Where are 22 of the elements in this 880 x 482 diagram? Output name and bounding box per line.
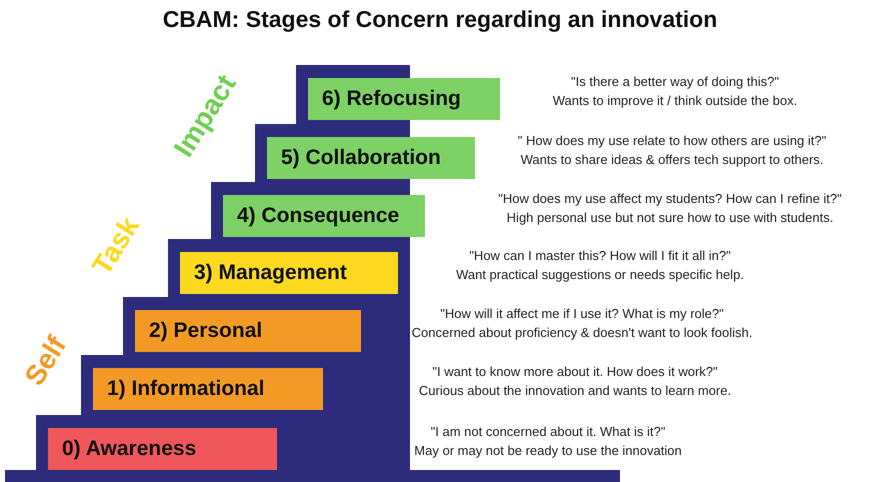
stage-box: 6) Refocusing [308,78,500,120]
description-text: Wants to share ideas & offers tech support to others. [520,152,824,167]
quote-text: "Is there a better way of doing this?" [571,74,779,89]
stage-box: 2) Personal [135,310,361,352]
stage-box: 1) Informational [93,368,323,410]
stage-box: 4) Consequence [223,195,425,237]
stage-box: 3) Management [180,252,398,294]
description-text: Concerned about proficiency & doesn't want to look foolish. [412,325,752,340]
quote-text: "How can I master this? How will I fit it all in?" [469,248,731,263]
quote-text: " How does my use relate to how others are using it?" [518,133,826,148]
description-text: Want practical suggestions or needs specific help. [456,267,744,282]
description-text: Curious about the innovation and wants to learn more. [418,383,732,398]
description-text: May or may not be ready to use the innovation [414,443,682,458]
title: CBAM: Stages of Concern regarding an innovation [162,6,718,33]
description-text: High personal use but not sure how to use with students. [506,210,834,225]
stage-box: 5) Collaboration [267,137,475,179]
quote-text: "I am not concerned about it. What is it?" [430,424,666,439]
quote-text: "How will it affect me if I use it? What is my role?" [440,306,724,321]
quote-text: "How does my use affect my students? How can I refine it?" [498,191,842,206]
stage-box: 0) Awareness [48,428,277,470]
description-text: Wants to improve it / think outside the box. [552,93,798,108]
quote-text: "I want to know more about it. How does it work?" [432,364,718,379]
